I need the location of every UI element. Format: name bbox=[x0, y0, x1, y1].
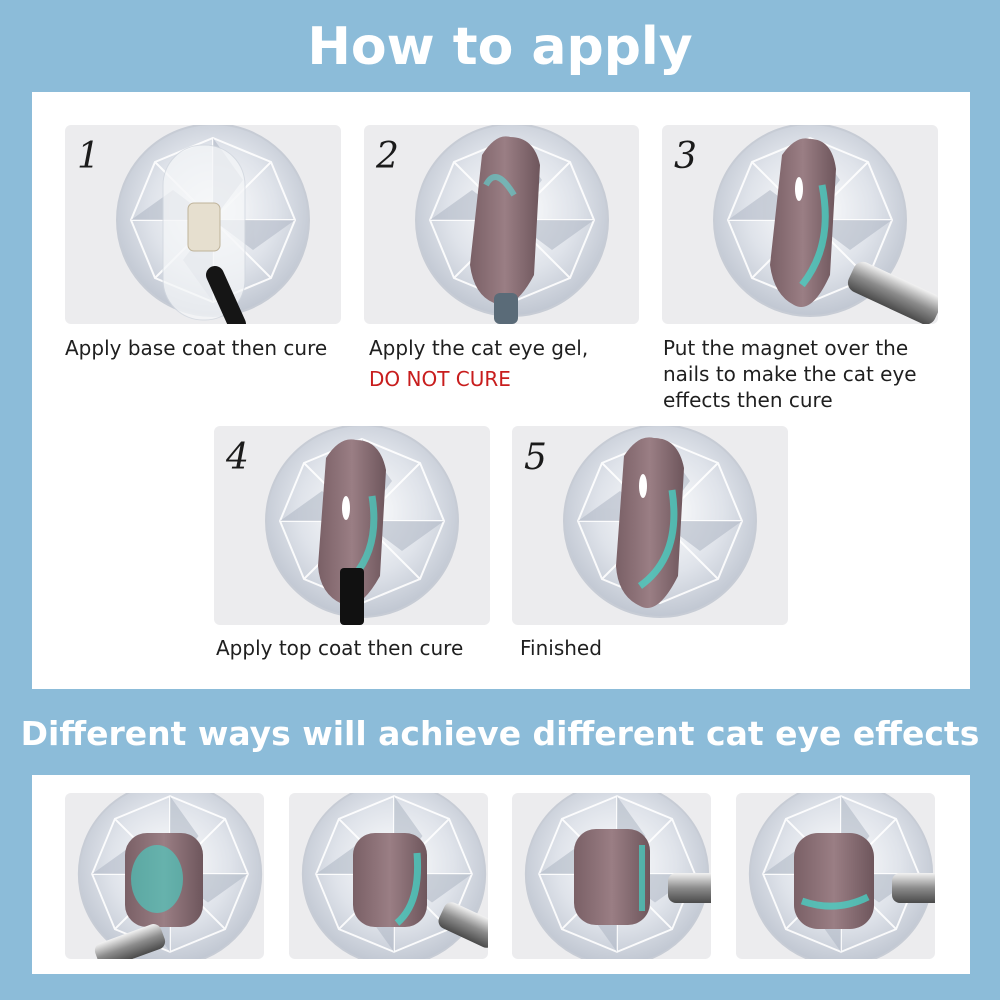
step-2-photo: 2 bbox=[364, 125, 639, 324]
effect-photo-2 bbox=[289, 793, 488, 959]
step-5-caption: Finished bbox=[520, 635, 720, 661]
page-title: How to apply bbox=[307, 17, 693, 77]
step-3-number: 3 bbox=[674, 136, 697, 177]
step-2-number: 2 bbox=[376, 136, 399, 177]
step-1-number: 1 bbox=[77, 136, 100, 177]
step-4-number: 4 bbox=[226, 437, 249, 478]
step-4-caption: Apply top coat then cure bbox=[216, 635, 496, 661]
effects-heading: Different ways will achieve different ca… bbox=[20, 714, 980, 753]
step-5-number: 5 bbox=[524, 437, 547, 478]
effect-photo-1 bbox=[65, 793, 264, 959]
step-4-caption-text: Apply top coat then cure bbox=[216, 636, 464, 660]
step-3-caption: Put the magnet over the nails to make th… bbox=[663, 335, 963, 413]
step-5-caption-text: Finished bbox=[520, 636, 602, 660]
step-3-photo: 3 bbox=[662, 125, 938, 324]
step-5-photo: 5 bbox=[512, 426, 788, 625]
step-3-caption-line-2: nails to make the cat eye bbox=[663, 362, 917, 386]
step-1-caption: Apply base coat then cure bbox=[65, 335, 355, 361]
step-3-caption-line-3: effects then cure bbox=[663, 388, 833, 412]
step-2-caption-text: Apply the cat eye gel, bbox=[369, 336, 589, 360]
step-2-caption: Apply the cat eye gel, DO NOT CURE bbox=[369, 335, 649, 392]
effect-photo-3 bbox=[512, 793, 711, 959]
step-1-photo: 1 bbox=[65, 125, 341, 324]
step-3-caption-line-1: Put the magnet over the bbox=[663, 336, 909, 360]
step-1-caption-text: Apply base coat then cure bbox=[65, 336, 328, 360]
step-4-photo: 4 bbox=[214, 426, 490, 625]
effect-photo-4 bbox=[736, 793, 935, 959]
step-2-warning: DO NOT CURE bbox=[369, 367, 511, 391]
